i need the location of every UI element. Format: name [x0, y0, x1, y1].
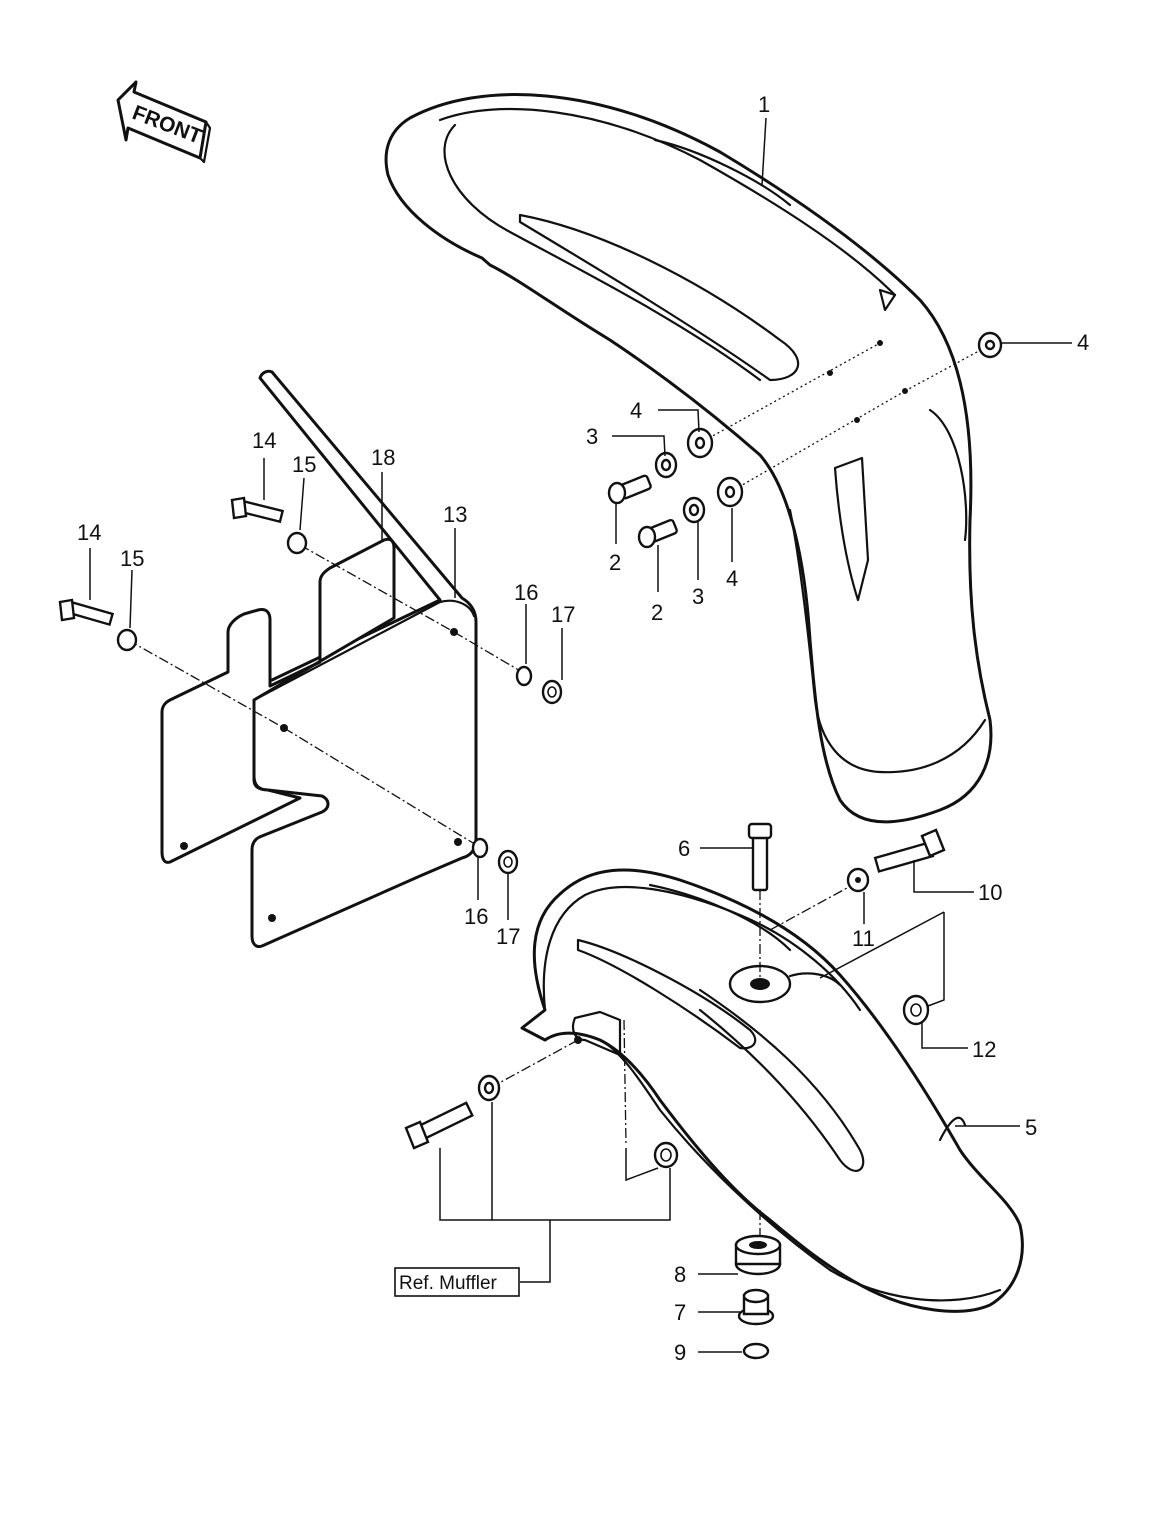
callout-3-upper: 3	[586, 424, 598, 449]
rear-fender	[520, 868, 1024, 1313]
callout-9: 9	[674, 1340, 686, 1365]
nut-17-upper	[541, 679, 563, 705]
callout-17-upper: 17	[551, 602, 575, 627]
callout-8: 8	[674, 1262, 686, 1287]
ref-muffler-label: Ref. Muffler	[399, 1273, 498, 1294]
callout-numbers: 1 4 4 3 2 2 3 4 14 15 18 13 14 15 16 17 …	[77, 92, 1089, 1365]
front-arrow: FRONT	[116, 80, 212, 164]
nut-17-lower	[497, 849, 519, 875]
callout-1: 1	[758, 92, 770, 117]
callout-12: 12	[972, 1037, 996, 1062]
bolt-10	[873, 828, 946, 873]
bolt-6	[747, 822, 773, 892]
lockwasher-16-upper	[515, 665, 533, 687]
washer-4-upper	[686, 427, 714, 459]
washer-15-upper	[286, 531, 308, 555]
bolt-14-lower	[58, 598, 115, 627]
nut-9	[742, 1342, 770, 1360]
callout-2-lower: 2	[651, 600, 663, 625]
muffler-nut	[653, 1141, 679, 1169]
callout-2-upper: 2	[609, 550, 621, 575]
lockwasher-16-lower	[471, 837, 489, 859]
callout-10: 10	[978, 880, 1002, 905]
callout-16-lower: 16	[464, 904, 488, 929]
callout-4-upper: 4	[630, 398, 642, 423]
callout-3-lower: 3	[692, 584, 704, 609]
bolt-2-upper	[607, 474, 652, 505]
grommet-8	[734, 1234, 782, 1276]
nut-12	[902, 994, 930, 1026]
callout-6: 6	[678, 836, 690, 861]
muffler-washer	[477, 1074, 501, 1102]
bolt-2-lower	[637, 518, 678, 549]
washer-15-lower	[116, 628, 138, 652]
callout-14-lower: 14	[77, 520, 101, 545]
callout-5: 5	[1025, 1115, 1037, 1140]
washer-11	[846, 867, 870, 893]
license-plate-bracket	[250, 369, 478, 948]
callout-15-lower: 15	[120, 546, 144, 571]
front-fender	[384, 93, 993, 824]
callout-15-upper: 15	[292, 452, 316, 477]
callout-7: 7	[674, 1300, 686, 1325]
washer-3-upper	[654, 451, 678, 479]
callout-11: 11	[852, 926, 875, 951]
callout-18: 18	[371, 445, 395, 470]
collar-7	[737, 1288, 775, 1326]
callout-17-lower: 17	[496, 924, 520, 949]
callout-4-right: 4	[1077, 330, 1089, 355]
callout-13: 13	[443, 502, 467, 527]
washer-4-lower	[716, 476, 744, 508]
callout-14-upper: 14	[252, 428, 276, 453]
bolt-14-upper	[230, 496, 285, 524]
callout-16-upper: 16	[514, 580, 538, 605]
leader-lines	[89, 117, 1072, 1353]
front-fender-fasteners	[607, 331, 1003, 549]
washer-3-lower	[682, 496, 706, 524]
callout-4-lower: 4	[726, 566, 738, 591]
ref-muffler-box: Ref. Muffler	[394, 1267, 520, 1297]
rear-fender-fasteners	[404, 822, 946, 1360]
bracket-fasteners	[58, 496, 563, 875]
muffler-bolt	[404, 1101, 474, 1150]
back-plate	[160, 537, 396, 864]
washer-4-right	[977, 331, 1003, 359]
